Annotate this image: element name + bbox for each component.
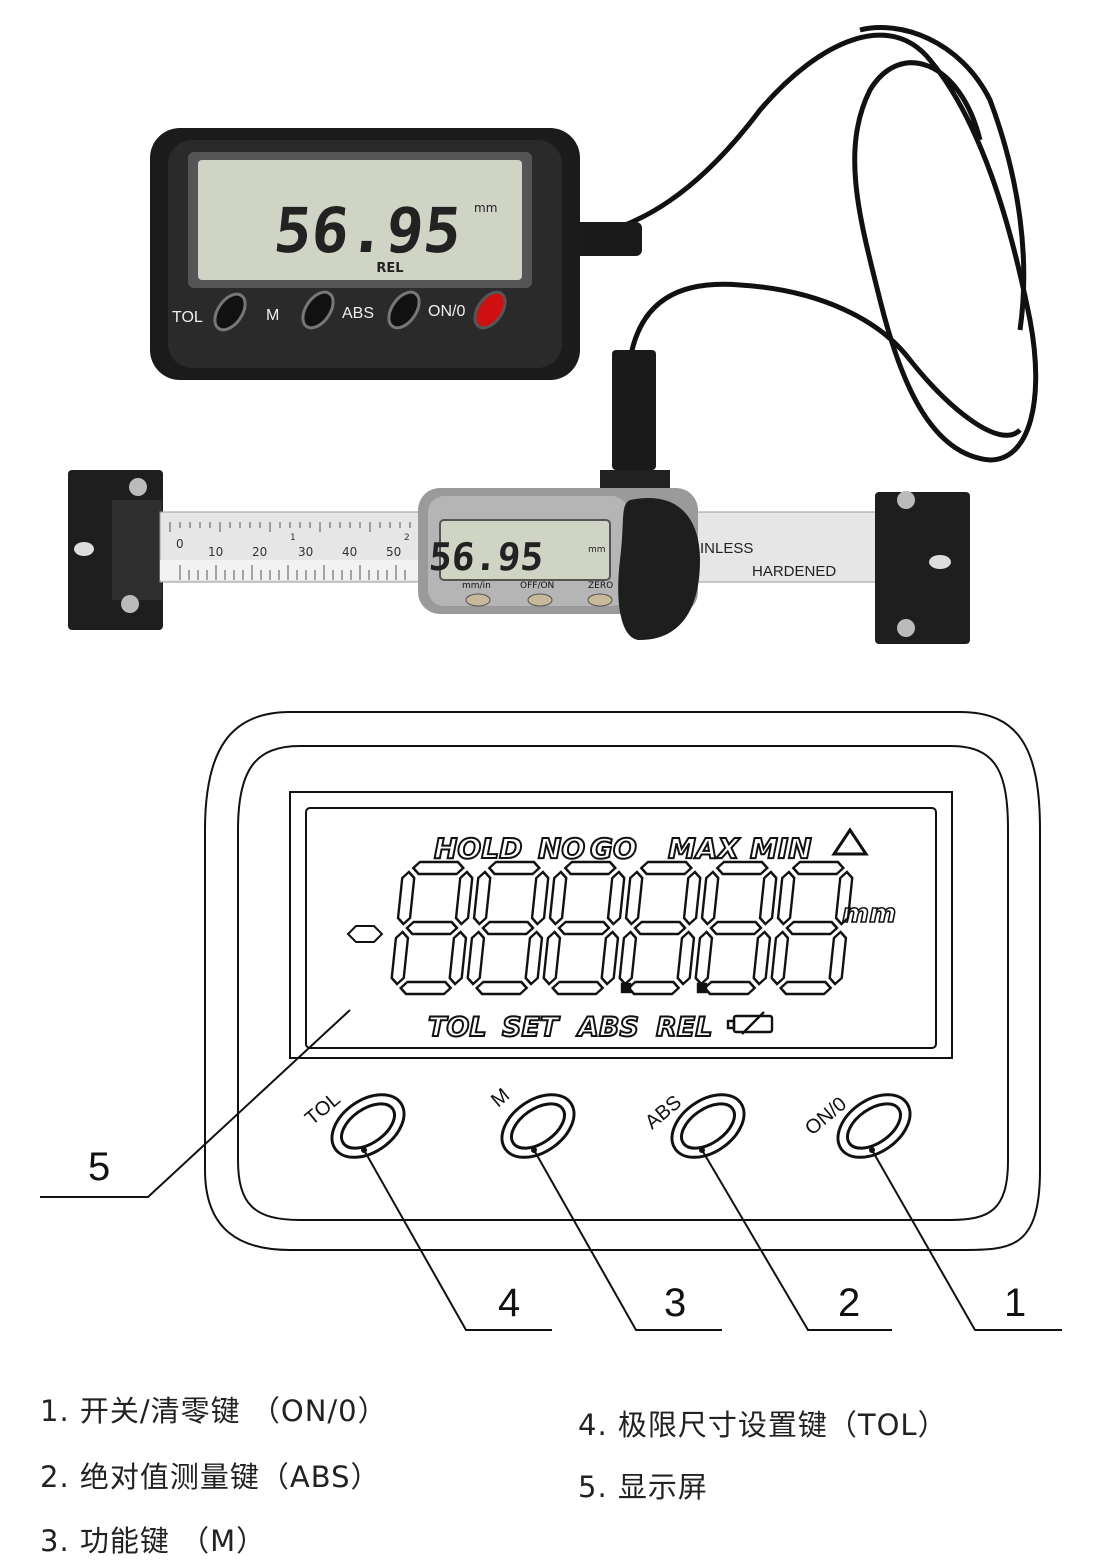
ruler-top-number-1: 1 xyxy=(290,533,296,543)
ruler-number-40: 40 xyxy=(342,545,357,559)
cable xyxy=(574,25,1039,463)
ruler-bottom-ticks xyxy=(179,565,406,580)
scale-mmin-button[interactable] xyxy=(465,593,491,607)
scale-unit: mm xyxy=(588,545,606,555)
diagram-on0-button[interactable] xyxy=(826,1082,921,1170)
diagram-label-abs: ABS xyxy=(641,1091,686,1134)
remote-reading: 56.95 xyxy=(271,194,465,267)
ruler-number-10: 10 xyxy=(208,545,223,559)
callout-5: 5 xyxy=(88,1145,110,1189)
diagram-abs-button[interactable] xyxy=(660,1082,755,1170)
callout-3: 3 xyxy=(664,1281,686,1325)
scale-label-mmin: mm/in xyxy=(462,581,491,591)
bar-text-stainless: AINLESS xyxy=(690,540,753,557)
scale-reader-head: 56.95 mm mm/in OFF/ON ZERO xyxy=(418,488,700,640)
diagram-label-on0: ON/0 xyxy=(801,1093,851,1140)
bar-text-hardened: HARDENED xyxy=(752,563,836,580)
ruler-top-number-2: 2 xyxy=(404,533,410,543)
icon-go: GO xyxy=(590,832,637,865)
diagram-label-m: M xyxy=(487,1084,514,1112)
line-diagram: HOLD NO GO MAX MIN mm - TOL SET ABS REL xyxy=(40,711,1062,1331)
right-bracket xyxy=(875,492,970,644)
scale-offon-button[interactable] xyxy=(527,593,553,607)
icon-min: MIN xyxy=(750,832,812,865)
battery-icon xyxy=(726,1011,774,1035)
remote-m-button[interactable] xyxy=(297,287,340,334)
legend-item-4: 4. 极限尺寸设置键（TOL） xyxy=(578,1408,948,1442)
ruler-number-20: 20 xyxy=(252,545,267,559)
remote-label-m: M xyxy=(266,307,279,324)
remote-tol-button[interactable] xyxy=(209,289,252,336)
minus-segment xyxy=(346,925,384,943)
lcd-screen xyxy=(305,807,937,1049)
scale-reading: 56.95 xyxy=(427,535,545,579)
legend-item-5: 5. 显示屏 xyxy=(578,1470,708,1504)
callout-2: 2 xyxy=(838,1281,860,1325)
remote-label-on0: ON/0 xyxy=(428,303,465,320)
remote-label-tol: TOL xyxy=(172,309,203,326)
diagram-label-tol: TOL xyxy=(301,1088,345,1130)
seven-segment-digit xyxy=(390,860,474,996)
remote-lcd xyxy=(198,160,522,280)
cable-connector xyxy=(572,222,642,256)
remote-abs-button[interactable] xyxy=(383,287,426,334)
ruler-number-50: 50 xyxy=(386,545,401,559)
legend-item-3: 3. 功能键 （M） xyxy=(40,1524,267,1558)
housing-outer xyxy=(204,711,1041,1251)
ruler-number-0: 0 xyxy=(176,537,184,551)
scale-connector xyxy=(612,350,656,470)
remote-mode: REL xyxy=(376,261,403,276)
scale-lcd xyxy=(439,519,611,581)
seven-segment-digit xyxy=(618,860,702,996)
icon-no: NO xyxy=(538,832,585,865)
remote-label-abs: ABS xyxy=(342,305,374,322)
callout-leaders xyxy=(40,1009,1062,1331)
lcd-frame xyxy=(289,791,953,1059)
icon-hold: HOLD xyxy=(434,832,522,865)
seven-segment-digit xyxy=(694,860,778,996)
diagram-buttons xyxy=(320,1082,921,1170)
callout-1: 1 xyxy=(1004,1281,1026,1325)
seven-segment-digit xyxy=(542,860,626,996)
ruler-number-30: 30 xyxy=(298,545,313,559)
housing-inner xyxy=(237,745,1009,1221)
legend-item-2: 2. 绝对值测量键（ABS） xyxy=(40,1460,381,1494)
icon-tol: TOL xyxy=(428,1012,487,1043)
icon-abs: ABS xyxy=(576,1012,639,1043)
diagram-m-button[interactable] xyxy=(490,1082,585,1170)
seven-segment-digit xyxy=(466,860,550,996)
seven-segment-digit xyxy=(770,860,854,996)
scale-label-zero: ZERO xyxy=(588,581,613,591)
seven-segment-digits xyxy=(390,860,854,996)
diagram-tol-button[interactable] xyxy=(320,1082,415,1170)
minus-sign: - xyxy=(358,937,359,939)
scale-zero-button[interactable] xyxy=(587,593,613,607)
ruler-ticks xyxy=(169,522,411,532)
remote-display-unit: 56.95 mm REL TOL M ABS ON/0 xyxy=(150,128,580,380)
icon-max: MAX xyxy=(668,832,741,865)
legend-item-1: 1. 开关/清零键 （ON/0） xyxy=(40,1394,388,1428)
callout-4: 4 xyxy=(498,1281,520,1325)
icon-rel: REL xyxy=(656,1012,712,1043)
product-photo: 56.95 mm REL TOL M ABS ON/0 xyxy=(68,25,1039,644)
lcd-content: HOLD NO GO MAX MIN mm - TOL SET ABS REL xyxy=(346,827,897,1044)
delta-icon xyxy=(831,827,869,856)
remote-on0-button[interactable] xyxy=(469,287,512,334)
icon-set: SET xyxy=(502,1012,561,1043)
remote-unit: mm xyxy=(474,201,497,215)
linear-scale: 1 2 0 10 20 30 40 50 AINLESS HARDENED 56… xyxy=(68,470,970,644)
scale-label-offon: OFF/ON xyxy=(520,581,554,591)
